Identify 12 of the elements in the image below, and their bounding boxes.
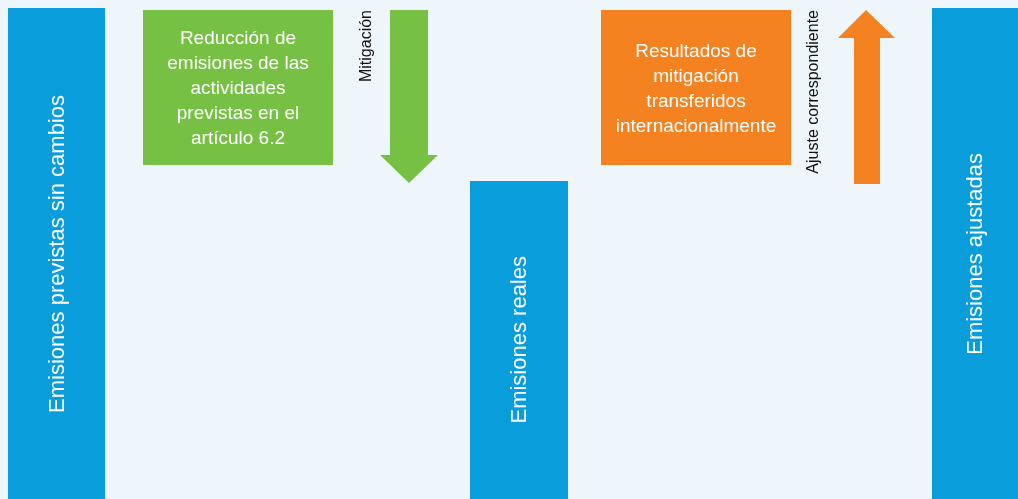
box-text: Resultados de mitigación transferidos internacionalmente xyxy=(614,38,778,138)
bar-label: Emisiones previstas sin cambios xyxy=(43,94,70,413)
box-text: Reducción de emisiones de las actividades previstas en el artículo 6.2 xyxy=(166,26,310,150)
bar-label: Emisiones reales xyxy=(506,256,532,424)
bar xyxy=(8,8,105,499)
arrow-label: Ajuste correspondiente xyxy=(804,10,822,174)
bar xyxy=(470,181,568,499)
bar xyxy=(932,8,1018,499)
bar-label: Emisiones ajustadas xyxy=(962,152,988,355)
text-box xyxy=(143,10,333,165)
text-box xyxy=(601,10,791,165)
arrow-label: Mitigación xyxy=(357,10,375,83)
